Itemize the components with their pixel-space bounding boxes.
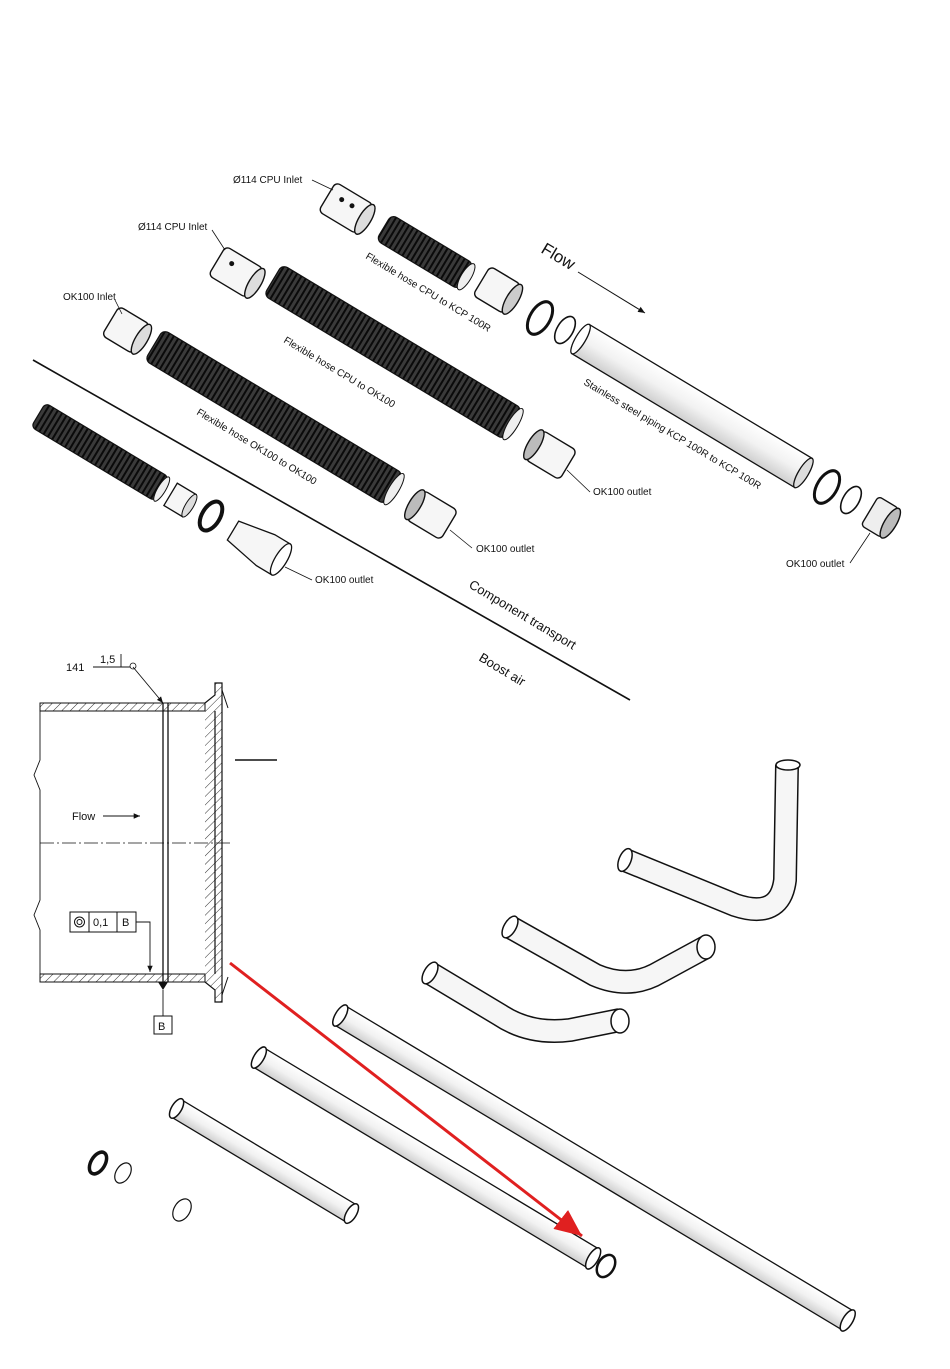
reducer-outlet bbox=[224, 515, 296, 578]
loose-ring-2 bbox=[169, 1196, 195, 1225]
clamp-3 bbox=[195, 498, 227, 535]
cpu-inlet-coupling-mid bbox=[208, 246, 268, 301]
ok100-outlet-label-1: OK100 outlet bbox=[593, 487, 652, 498]
ok100-inlet-label: OK100 Inlet bbox=[63, 292, 116, 303]
cpu-inlet-coupling-top bbox=[318, 182, 378, 237]
short-hose bbox=[31, 403, 172, 503]
section-view: 141 1,5 Flow 0,1 B B bbox=[34, 654, 277, 1034]
short-sleeve bbox=[164, 483, 200, 519]
kcp-coupling bbox=[473, 266, 527, 317]
straight-pipe-long bbox=[330, 1003, 858, 1334]
section-flow-label: Flow bbox=[72, 811, 95, 823]
ok100-outlet-coupling-1 bbox=[520, 427, 577, 480]
ok100-inlet-coupling bbox=[102, 306, 156, 357]
flow-arrow bbox=[578, 272, 645, 313]
hose-cpu-to-kcp bbox=[376, 214, 478, 292]
clamp-1 bbox=[522, 297, 558, 338]
lower-pipes bbox=[86, 760, 858, 1333]
tolerance-datum-ref: B bbox=[122, 917, 129, 929]
loose-ring-1 bbox=[111, 1160, 134, 1186]
cpu-inlet-mid-label: Ø114 CPU Inlet bbox=[138, 222, 208, 233]
clamp-2 bbox=[809, 466, 845, 507]
stainless-steel-pipe bbox=[568, 322, 817, 490]
tolerance-value: 0,1 bbox=[93, 917, 108, 929]
cpu-inlet-top-label: Ø114 CPU Inlet bbox=[233, 175, 303, 186]
ok100-outlet-coupling-2 bbox=[401, 487, 458, 540]
ok100-outlet-label-2: OK100 outlet bbox=[476, 544, 535, 555]
feature-control-frame: 0,1 B bbox=[70, 912, 150, 972]
weld-number: 141 bbox=[66, 662, 84, 674]
ok100-outlet-coupling-right bbox=[861, 496, 904, 541]
divider-line-component-transport bbox=[33, 360, 630, 700]
flow-label: Flow bbox=[538, 239, 579, 274]
red-callout-arrow bbox=[230, 963, 582, 1236]
boost-air-label: Boost air bbox=[476, 650, 528, 690]
component-transport-label: Component transport bbox=[466, 577, 579, 653]
loose-clamp bbox=[86, 1149, 110, 1177]
o-ring-2 bbox=[836, 483, 865, 517]
exploded-view: Flow Component transport Boost air Ø114 … bbox=[31, 175, 904, 700]
ok100-outlet-label-3: OK100 outlet bbox=[315, 575, 374, 586]
straight-pipe-short bbox=[167, 1096, 362, 1225]
ok100-outlet-label-4: OK100 outlet bbox=[786, 559, 845, 570]
datum-label: B bbox=[158, 1021, 165, 1033]
weld-size: 1,5 bbox=[100, 654, 115, 666]
